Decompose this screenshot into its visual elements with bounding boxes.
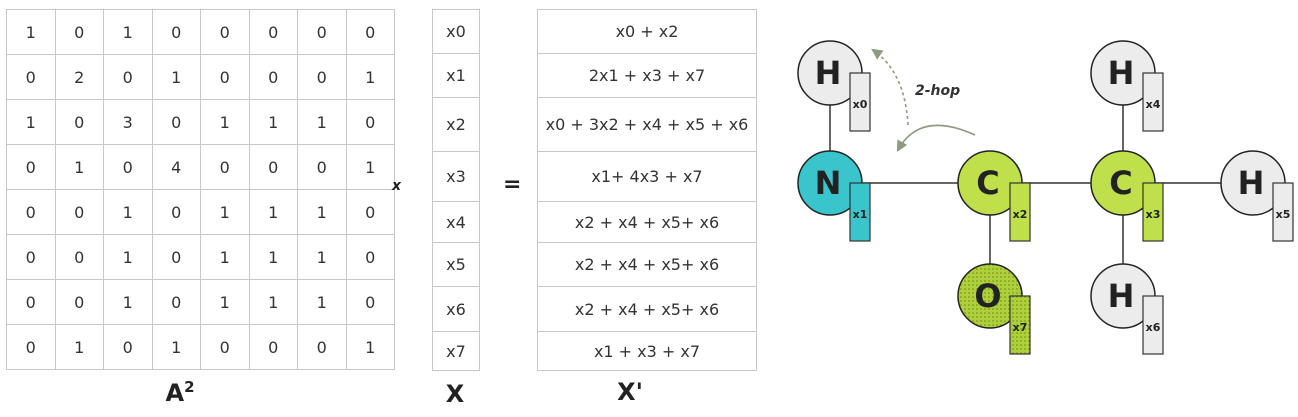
feature-tag: x6 — [1142, 295, 1164, 355]
matrix-cell: 0 — [6, 189, 56, 235]
matrix-cell: 1 — [345, 144, 395, 190]
matrix-cell: 0 — [345, 279, 395, 325]
hydrogen-atom-icon: H — [797, 40, 863, 106]
matrix-label: A2 — [150, 378, 210, 407]
matrix-cell: 0 — [248, 144, 298, 190]
hydrogen-atom-icon: H — [1090, 40, 1156, 106]
x-vector-cell: x1 — [432, 53, 480, 98]
feature-tag-label: x4 — [1146, 98, 1161, 111]
matrix-cell: 0 — [151, 279, 201, 325]
atom-symbol: N — [815, 164, 842, 202]
x-vector-cell: x0 — [432, 9, 480, 54]
matrix-cell: 1 — [248, 99, 298, 145]
atom-symbol: C — [1109, 164, 1132, 202]
feature-tag: x4 — [1142, 72, 1164, 132]
matrix-cell: 0 — [151, 234, 201, 280]
feature-tag: x7 — [1009, 295, 1031, 355]
matrix-cell: 0 — [54, 279, 104, 325]
hydrogen-atom-icon: H — [1090, 263, 1156, 329]
feature-tag-label: x6 — [1146, 321, 1161, 334]
feature-tag: x0 — [849, 72, 871, 132]
feature-tag-label: x5 — [1276, 208, 1291, 221]
carbon-atom-icon: C — [1090, 150, 1156, 216]
matrix-cell: 0 — [248, 324, 298, 370]
x-prime-cell: x0 + x2 — [537, 9, 757, 54]
matrix-cell: 1 — [6, 99, 56, 145]
x-prime-cell: x1 + x3 + x7 — [537, 331, 757, 371]
x-prime-cell: 2x1 + x3 + x7 — [537, 53, 757, 98]
feature-tag: x1 — [849, 182, 871, 242]
x-prime-cell: x2 + x4 + x5+ x6 — [537, 286, 757, 332]
matrix-cell: 0 — [6, 144, 56, 190]
matrix-cell: 0 — [248, 9, 298, 55]
matrix-cell: 0 — [103, 324, 153, 370]
feature-tag: x3 — [1142, 182, 1164, 242]
x-vector-cell: x3 — [432, 151, 480, 202]
atom-symbol: H — [815, 54, 842, 92]
matrix-cell: 0 — [345, 234, 395, 280]
x-vector-cell: x5 — [432, 242, 480, 287]
x-prime-cell: x1+ 4x3 + x7 — [537, 151, 757, 202]
matrix-cell: 1 — [345, 54, 395, 100]
matrix-cell: 0 — [151, 99, 201, 145]
multiply-symbol: x — [392, 178, 402, 194]
feature-tag-label: x3 — [1146, 208, 1161, 221]
oxygen-atom-icon: O — [957, 263, 1023, 329]
matrix-cell: 1 — [54, 324, 104, 370]
hop-arrow-upper — [871, 48, 909, 126]
atom-symbol: H — [1238, 164, 1265, 202]
matrix-label-exponent: 2 — [184, 378, 195, 396]
matrix-cell: 0 — [200, 54, 250, 100]
matrix-cell: 0 — [54, 99, 104, 145]
matrix-cell: 1 — [6, 9, 56, 55]
hop-arrow-lower — [896, 124, 976, 152]
atom-symbol: O — [974, 277, 1001, 315]
matrix-cell: 1 — [151, 324, 201, 370]
matrix-cell: 2 — [54, 54, 104, 100]
matrix-cell: 1 — [345, 324, 395, 370]
nitrogen-atom-icon: N — [797, 150, 863, 216]
feature-tag-label: x1 — [853, 208, 868, 221]
matrix-cell: 0 — [345, 189, 395, 235]
atom-symbol: C — [976, 164, 999, 202]
matrix-cell: 0 — [151, 189, 201, 235]
x-vector-label: X — [445, 380, 465, 408]
feature-tag-label: x7 — [1013, 321, 1028, 334]
matrix-cell: 1 — [297, 279, 347, 325]
matrix-cell: 0 — [297, 54, 347, 100]
x-vector-cell: x2 — [432, 97, 480, 152]
atom-symbol: H — [1108, 277, 1135, 315]
x-vector-cell: x4 — [432, 201, 480, 243]
x-vector-cell: x7 — [432, 331, 480, 371]
equals-symbol: = — [503, 172, 522, 197]
matrix-label-base: A — [165, 379, 185, 407]
feature-tag-label: x0 — [853, 98, 868, 111]
feature-tag-label: x2 — [1013, 208, 1028, 221]
atom-symbol: H — [1108, 54, 1135, 92]
matrix-cell: 1 — [248, 234, 298, 280]
hop-label: 2-hop — [915, 83, 960, 99]
matrix-cell: 0 — [103, 144, 153, 190]
matrix-cell: 1 — [200, 234, 250, 280]
x-prime-label: X' — [617, 378, 643, 406]
matrix-cell: 0 — [200, 9, 250, 55]
feature-tag: x2 — [1009, 182, 1031, 242]
matrix-cell: 1 — [200, 99, 250, 145]
matrix-cell: 1 — [103, 189, 153, 235]
matrix-cell: 0 — [6, 324, 56, 370]
matrix-cell: 3 — [103, 99, 153, 145]
feature-tag: x5 — [1272, 182, 1294, 242]
